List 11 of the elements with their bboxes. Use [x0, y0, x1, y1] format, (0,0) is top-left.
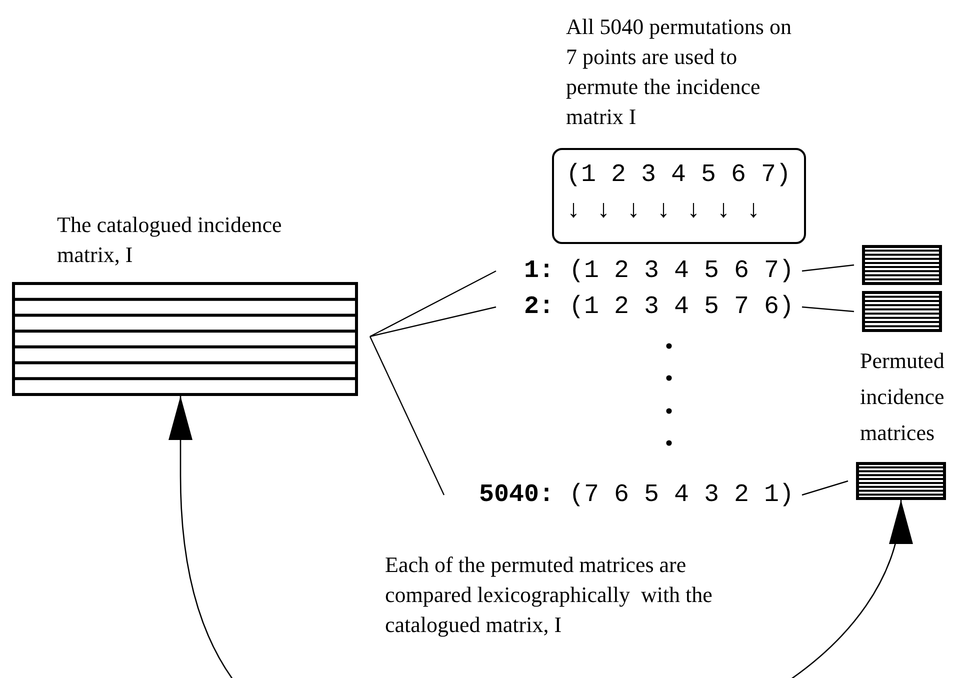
connector-line	[370, 306, 496, 338]
connector-line	[370, 270, 496, 338]
group-label: Permuted incidence matrices	[860, 347, 946, 447]
connector-line	[802, 306, 854, 312]
matrix-caption: The catalogued incidence matrix, I	[57, 211, 283, 269]
mapping-arrows: ↓ ↓ ↓ ↓ ↓ ↓ ↓	[566, 196, 762, 226]
caption-text: All 5040 permutations on 7 points are used to permute the incidence matrix I	[566, 13, 792, 131]
permutation-text: (1 2 3 4 5 6 7)	[566, 160, 792, 190]
permutation-row: 2: (1 2 3 4 5 7 6)	[524, 292, 794, 322]
permutation-row: 1: (1 2 3 4 5 6 7)	[524, 256, 794, 286]
connector-line	[802, 264, 854, 272]
